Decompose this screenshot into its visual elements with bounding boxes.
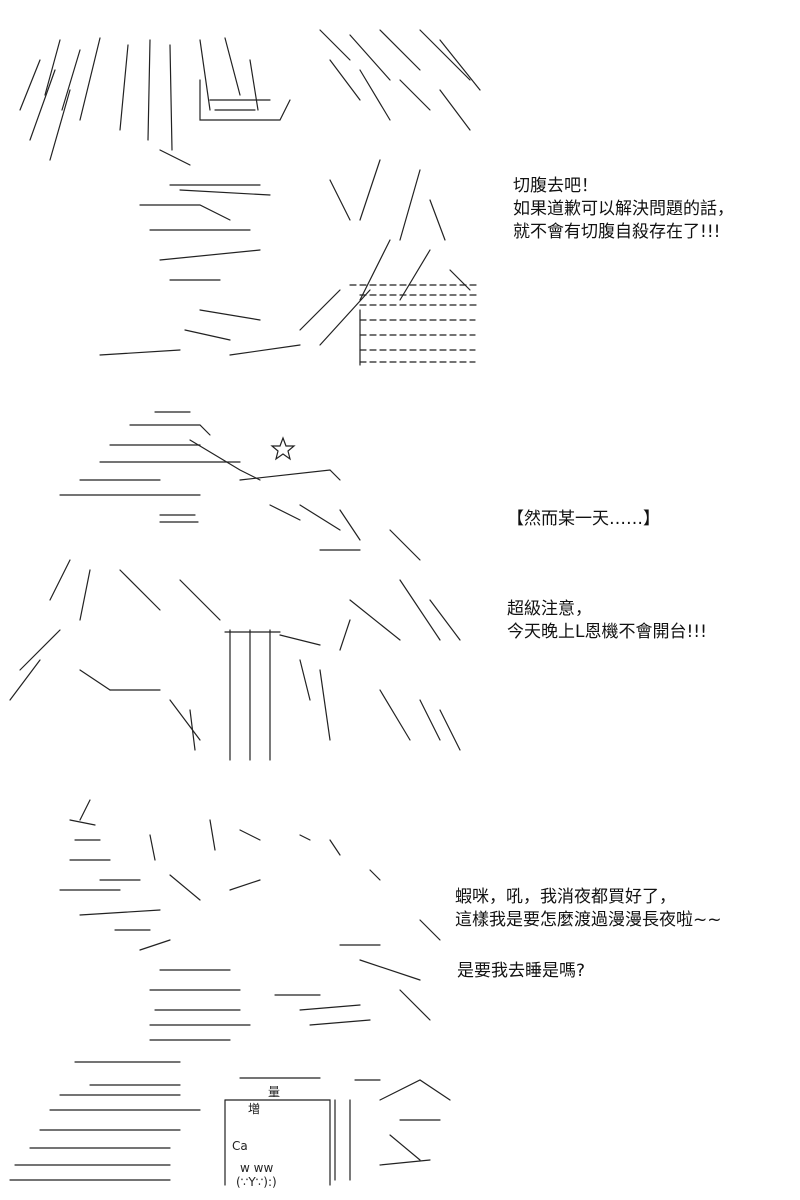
ascii-art-character-with-snacks: 量 増 Ca w ww (∵Y∵):) — [0, 780, 460, 1200]
snack-label: w ww — [240, 1161, 273, 1175]
caption-line: 如果道歉可以解決問題的話， — [513, 199, 734, 219]
ascii-art-character-holding-phone — [0, 400, 480, 780]
ascii-art-character-with-sword — [0, 0, 500, 400]
comic-panel-1: 切腹去吧！ 如果道歉可以解決問題的話， 就不會有切腹自殺存在了!!! — [0, 0, 800, 400]
caption-line: 是要我去睡是嗎? — [457, 961, 586, 981]
caption-line: 就不會有切腹自殺存在了!!! — [513, 222, 721, 242]
snack-label: Ca — [232, 1139, 248, 1153]
dialogue-caption: 切腹去吧！ 如果道歉可以解決問題的話， 就不會有切腹自殺存在了!!! — [513, 175, 734, 244]
dialogue-caption: 是要我去睡是嗎? — [457, 960, 585, 983]
narration-caption: 【然而某一天……】 — [507, 508, 660, 531]
comic-panel-3: 量 増 Ca w ww (∵Y∵):) 蝦咪，吼，我消夜都買好了， 這樣我是要怎… — [0, 780, 800, 1200]
snack-label: 量 — [268, 1085, 280, 1099]
dialogue-caption: 超級注意， 今天晚上L恩機不會開台!!! — [507, 598, 707, 644]
comic-panel-2: 【然而某一天……】 超級注意， 今天晚上L恩機不會開台!!! — [0, 400, 800, 780]
caption-line: 【然而某一天……】 — [507, 509, 660, 529]
caption-line: 切腹去吧！ — [513, 176, 598, 196]
caption-line: 今天晚上L恩機不會開台!!! — [507, 622, 707, 642]
snack-label: (∵Y∵):) — [236, 1175, 277, 1189]
caption-line: 蝦咪，吼，我消夜都買好了， — [455, 887, 676, 907]
dialogue-caption: 蝦咪，吼，我消夜都買好了， 這樣我是要怎麼渡過漫漫長夜啦~~ — [455, 886, 722, 932]
caption-line: 超級注意， — [507, 599, 592, 619]
caption-line: 這樣我是要怎麼渡過漫漫長夜啦~~ — [455, 910, 722, 930]
snack-label: 増 — [248, 1102, 260, 1116]
